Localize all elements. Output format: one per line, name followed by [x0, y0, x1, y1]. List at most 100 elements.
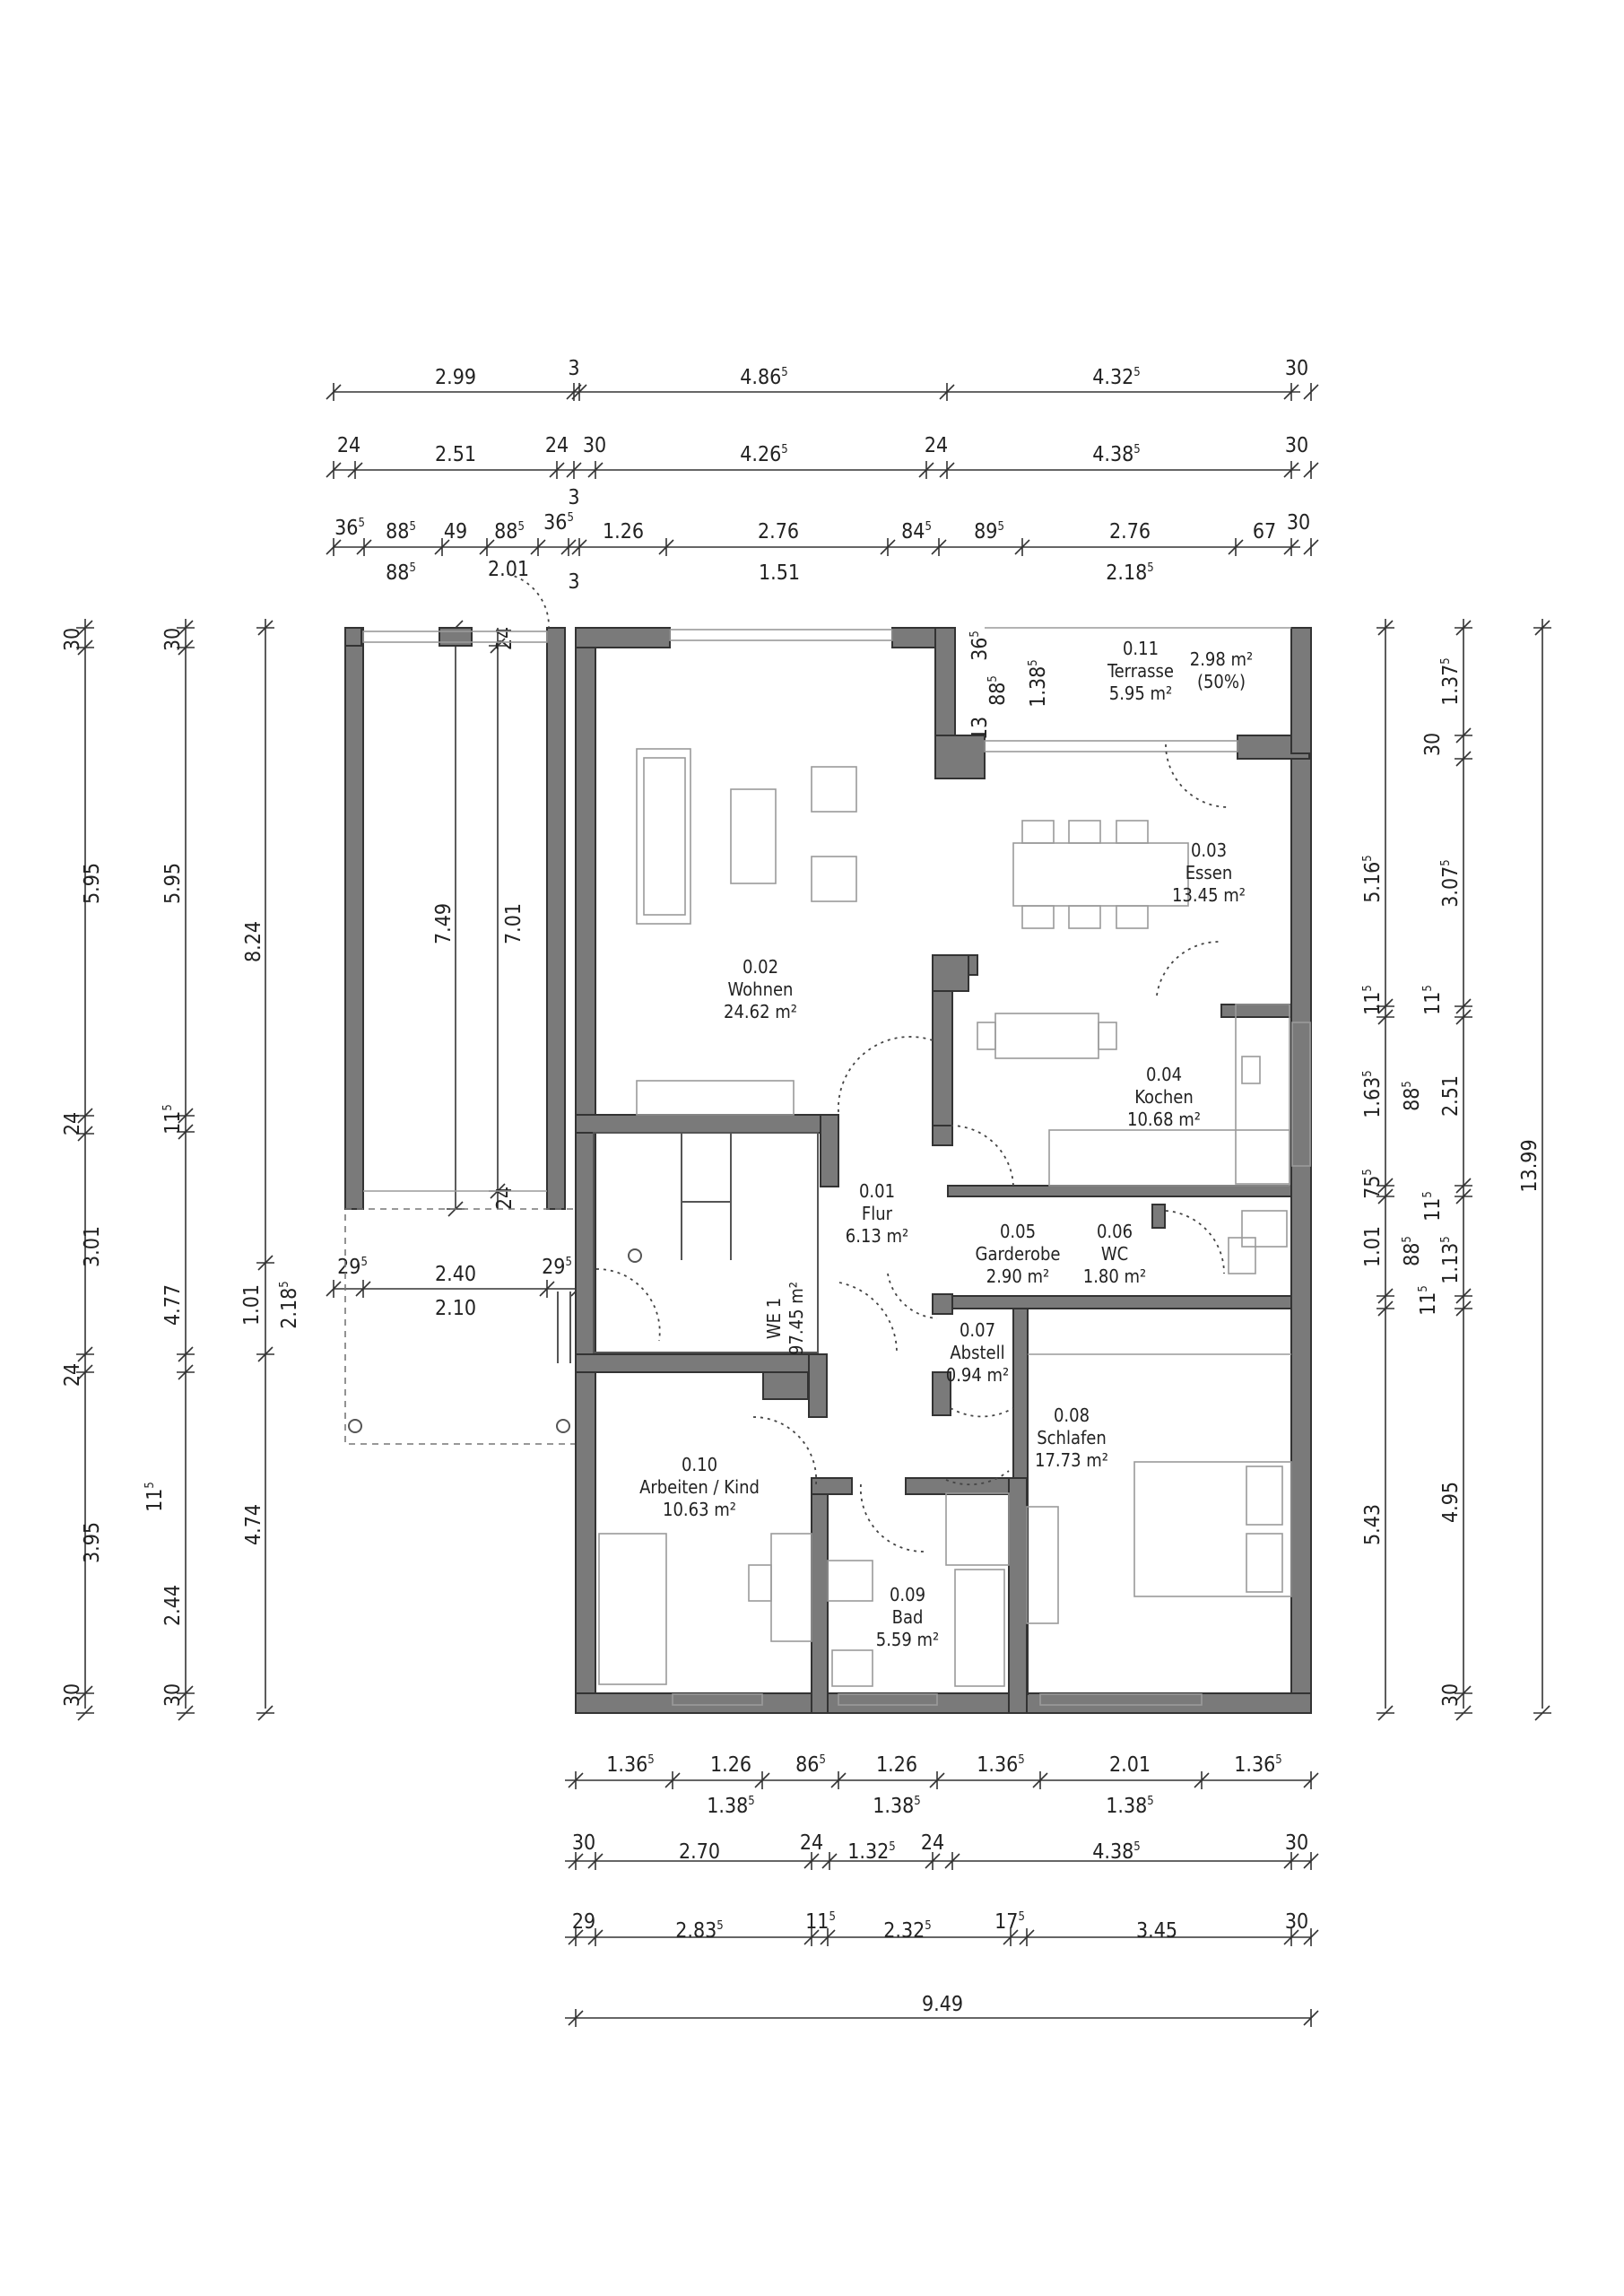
- room-bad: 0.09 Bad 5.59 m²: [876, 1584, 940, 1650]
- door-arc: [887, 1273, 938, 1319]
- dim-label: 24: [337, 434, 360, 457]
- room-area: 6.13 m²: [846, 1225, 909, 1247]
- dim-label: 175: [994, 1910, 1025, 1934]
- garage-pillar: [439, 627, 473, 647]
- dim-label: 13.99: [1518, 1139, 1541, 1192]
- wall-outer-east: [1290, 627, 1312, 1714]
- door-arc: [945, 1470, 1010, 1486]
- window: [838, 1693, 938, 1706]
- dim-label: 2.70: [679, 1840, 720, 1864]
- dim-label: 2.835: [675, 1919, 724, 1943]
- dim-label: 5.43: [1361, 1504, 1385, 1545]
- dim-label: 24: [921, 1831, 944, 1855]
- dim-label: 5.95: [161, 863, 185, 904]
- dim-label: 30: [583, 434, 606, 457]
- room-number: 0.07: [960, 1319, 995, 1341]
- dim-label: 295: [542, 1256, 572, 1279]
- room-schlafen: 0.08 Schlafen 17.73 m²: [1035, 1405, 1108, 1471]
- door-arc: [859, 1483, 925, 1552]
- window: [669, 629, 893, 641]
- window: [984, 740, 1238, 752]
- dim-label: 4.385: [1092, 1840, 1141, 1864]
- dim-label: 4.325: [1092, 366, 1141, 389]
- dim-label: 4.77: [161, 1284, 185, 1326]
- wardrobe: [1026, 1506, 1059, 1624]
- wall-kitchen-south: [947, 1185, 1292, 1197]
- dim-label: 29: [572, 1910, 595, 1934]
- washbasin: [827, 1560, 873, 1602]
- terrace: [985, 627, 1312, 754]
- dimension-labels: 2.99 3 4.865 4.325 30 24 2.51 24 30 4.26…: [61, 357, 1541, 2016]
- wall-wc-south: [932, 1295, 1292, 1309]
- dim-label: 885: [494, 520, 525, 544]
- dim-label: 115: [1361, 985, 1385, 1015]
- dim-label: 8.24: [242, 921, 265, 962]
- dim-label: 9.49: [922, 1993, 963, 2016]
- room-essen: 0.03 Essen 13.45 m²: [1172, 839, 1246, 906]
- room-area: 10.63 m²: [663, 1499, 736, 1520]
- dim-label: 3.95: [81, 1522, 104, 1563]
- room-arbeiten: 0.10 Arbeiten / Kind 10.63 m²: [639, 1454, 760, 1520]
- dim-label: 4.265: [740, 443, 788, 466]
- door-arc: [950, 1125, 1014, 1189]
- dim-label: 115: [161, 1104, 185, 1135]
- dim-label: 3.075: [1439, 859, 1463, 908]
- wall-stair-top: [575, 1114, 828, 1134]
- room-labels: 0.11 Terrasse 5.95 m² 2.98 m² (50%) 0.03…: [639, 638, 1253, 1650]
- dim-label: 845: [901, 520, 932, 544]
- room-name: Essen: [1185, 862, 1233, 883]
- unit-label: WE 1 97.45 m²: [763, 1282, 807, 1355]
- dim-label: 2.325: [883, 1919, 932, 1943]
- dining-table: [1012, 842, 1189, 907]
- dim-label: 30: [61, 628, 84, 651]
- stair-newel: [628, 1248, 642, 1263]
- desk: [770, 1533, 812, 1642]
- dim-label: 30: [61, 1683, 84, 1707]
- windows: [669, 629, 1311, 1706]
- room-number: 0.02: [743, 956, 778, 978]
- sideboard: [636, 1080, 795, 1116]
- dim-label: 115: [143, 1482, 167, 1512]
- dim-label: 1.375: [1439, 657, 1463, 706]
- room-number: 0.05: [1000, 1221, 1036, 1242]
- dim-label: 3: [568, 570, 579, 594]
- door-arc: [595, 1268, 661, 1342]
- dim-label: 1.385: [873, 1795, 921, 1818]
- room-name: Arbeiten / Kind: [639, 1476, 760, 1498]
- dim-label: 365: [543, 511, 574, 535]
- dim-label: 115: [1421, 985, 1445, 1015]
- armchair: [811, 766, 857, 813]
- dim-label: 755: [1361, 1169, 1385, 1199]
- wall-outer-west: [575, 627, 596, 1714]
- dim-label: 1.01: [1361, 1226, 1385, 1267]
- dim-label: 30: [1421, 733, 1445, 756]
- dim-label: 2.99: [435, 366, 476, 389]
- room-area: 24.62 m²: [724, 1001, 797, 1022]
- dim-label: 1.26: [603, 520, 644, 544]
- dim-label: 24: [493, 1187, 517, 1210]
- window: [672, 1693, 763, 1706]
- dim-label: 24: [61, 1112, 84, 1135]
- door-arc: [1156, 941, 1220, 996]
- house-walls: [575, 627, 1312, 1714]
- room-name: Abstell: [950, 1342, 1004, 1363]
- dim-label: 1.26: [876, 1753, 917, 1777]
- room-area: 13.45 m²: [1172, 884, 1246, 906]
- dim-label: 365: [968, 631, 992, 661]
- dimension-lines: [84, 391, 1543, 2019]
- dim-label: 1.325: [847, 1840, 896, 1864]
- room-terrasse: 0.11 Terrasse 5.95 m² 2.98 m² (50%): [1107, 638, 1253, 704]
- dim-label: 1.365: [606, 1753, 655, 1777]
- door-swings: [507, 573, 1229, 1552]
- dim-label: 2.01: [1109, 1753, 1151, 1777]
- dimension-ticks: [76, 383, 1551, 2027]
- dim-label: 1.385: [707, 1795, 755, 1818]
- armchair: [811, 856, 857, 902]
- dim-label: 115: [1421, 1191, 1445, 1222]
- dim-label: 30: [161, 628, 185, 651]
- dim-label: 24: [493, 627, 517, 650]
- room-name: Flur: [862, 1203, 893, 1224]
- furniture: [593, 748, 1292, 1687]
- dim-label: 1.26: [710, 1753, 751, 1777]
